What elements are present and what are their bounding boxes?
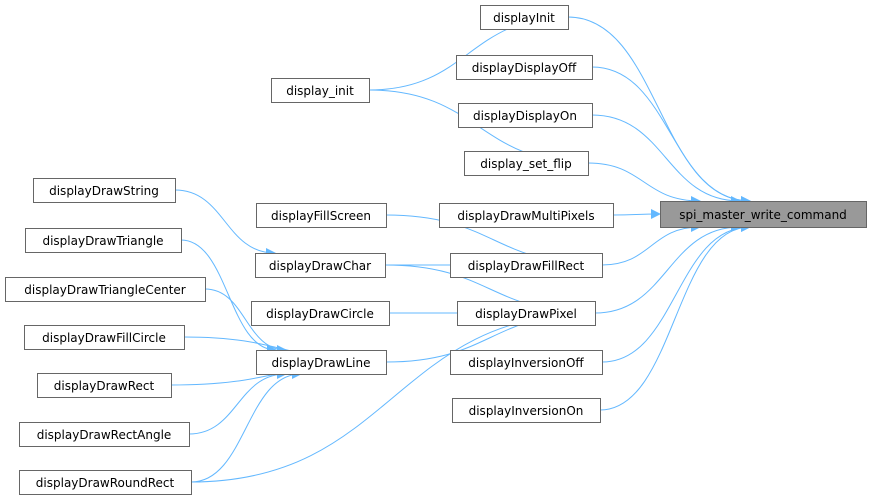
node-box [24, 325, 185, 350]
node-display-inversion-off[interactable]: displayInversionOff [450, 350, 603, 375]
node-display-init[interactable]: display_init [271, 78, 370, 103]
node-display-display-on[interactable]: displayDisplayOn [458, 103, 593, 128]
node-display-draw-line[interactable]: displayDrawLine [256, 350, 387, 375]
edge-display-draw-multi-pixels-to-spi-master-write-command [612, 209, 661, 220]
node-label: displayDrawRoundRect [36, 476, 175, 490]
node-label: displayDrawRectAngle [37, 428, 172, 442]
node-label: displayDrawFillRect [468, 259, 585, 273]
node-display-draw-string[interactable]: displayDrawString [33, 178, 176, 203]
node-label: spi_master_write_command [679, 208, 847, 222]
node-display-draw-char[interactable]: displayDrawChar [255, 253, 386, 278]
node-display-display-off[interactable]: displayDisplayOff [456, 55, 593, 80]
edge-display-inversion-on-to-spi-master-write-command [599, 222, 751, 411]
node-display-draw-rect-angle[interactable]: displayDrawRectAngle [19, 422, 190, 447]
node-box [33, 178, 176, 203]
edge-display-draw-triangle-center-to-display-draw-line [204, 288, 287, 355]
node-display-draw-pixel[interactable]: displayDrawPixel [457, 301, 596, 326]
node-display-draw-fill-rect[interactable]: displayDrawFillRect [450, 253, 603, 278]
node-label: displayDrawPixel [475, 307, 577, 321]
edge-display-draw-triangle-to-display-draw-line [180, 239, 277, 355]
node-box [450, 253, 603, 278]
node-label: displayDisplayOff [472, 61, 577, 75]
node-label: displayDrawMultiPixels [457, 209, 594, 223]
node-box [457, 301, 596, 326]
node-label: displayFillScreen [271, 209, 371, 223]
node-box [456, 55, 593, 80]
node-spi-master-write-command[interactable]: spi_master_write_command [660, 201, 867, 228]
node-display-draw-triangle-center[interactable]: displayDrawTriangleCenter [5, 277, 206, 302]
edge-display-display-off-to-spi-master-write-command [591, 66, 751, 206]
node-label: displayDrawString [49, 184, 159, 198]
node-box [37, 373, 172, 398]
node-box [660, 201, 867, 228]
node-box [19, 470, 192, 495]
node-label: displayDisplayOn [473, 109, 577, 123]
node-label: displayInversionOn [469, 404, 584, 418]
node-label: displayDrawCircle [266, 307, 374, 321]
node-label: displayDrawRect [54, 379, 155, 393]
edge-display-draw-round-rect-to-display-draw-pixel [190, 308, 596, 483]
node-box [450, 350, 603, 375]
node-box [255, 253, 386, 278]
node-display-draw-fill-circle[interactable]: displayDrawFillCircle [24, 325, 185, 350]
node-display-draw-triangle[interactable]: displayDrawTriangle [25, 228, 182, 253]
node-label: displayDrawChar [269, 259, 371, 273]
node-label: displayDrawLine [272, 356, 371, 370]
node-display-draw-circle[interactable]: displayDrawCircle [251, 301, 390, 326]
edge-display-draw-round-rect-to-display-draw-line [190, 369, 302, 483]
node-display-draw-rect[interactable]: displayDrawRect [37, 373, 172, 398]
node-box [251, 301, 390, 326]
edge-display-display-on-to-spi-master-write-command [591, 114, 741, 206]
node-label: displayInit [493, 11, 555, 25]
node-label: displayDrawTriangleCenter [24, 283, 186, 297]
node-box [439, 203, 614, 228]
node-display-fill-screen[interactable]: displayFillScreen [256, 203, 387, 228]
node-box [458, 103, 593, 128]
node-box [5, 277, 206, 302]
edge-display-draw-pixel-to-spi-master-write-command [594, 222, 741, 314]
node-display-draw-multi-pixels[interactable]: displayDrawMultiPixels [439, 203, 614, 228]
node-label: displayDrawFillCircle [42, 331, 166, 345]
node-box [271, 78, 370, 103]
node-box [452, 398, 601, 423]
edge-display-inversion-off-to-spi-master-write-command [601, 222, 751, 363]
node-display-inversion-on[interactable]: displayInversionOn [452, 398, 601, 423]
node-display-draw-round-rect[interactable]: displayDrawRoundRect [19, 470, 192, 495]
node-label: display_init [286, 84, 354, 98]
node-display-set-flip[interactable]: display_set_flip [464, 151, 589, 176]
node-label: displayInversionOff [468, 356, 584, 370]
node-box [19, 422, 190, 447]
edge-display-draw-string-to-display-draw-char [174, 189, 276, 258]
node-label: display_set_flip [480, 157, 571, 171]
edge-display-set-flip-to-spi-master-write-command [587, 162, 701, 206]
edge-display-draw-fill-rect-to-spi-master-write-command [601, 222, 701, 266]
node-box [464, 151, 589, 176]
node-box [256, 203, 387, 228]
nodes-layer: displayInit display_init displayDisplayOff… [5, 5, 867, 495]
node-box [256, 350, 387, 375]
node-box [480, 5, 569, 30]
node-display-init[interactable]: displayInit [480, 5, 569, 30]
node-box [25, 228, 182, 253]
node-label: displayDrawTriangle [42, 234, 163, 248]
edge-display-draw-rect-angle-to-display-draw-line [188, 369, 287, 435]
edge-display-init-to-spi-master-write-command [567, 16, 751, 206]
